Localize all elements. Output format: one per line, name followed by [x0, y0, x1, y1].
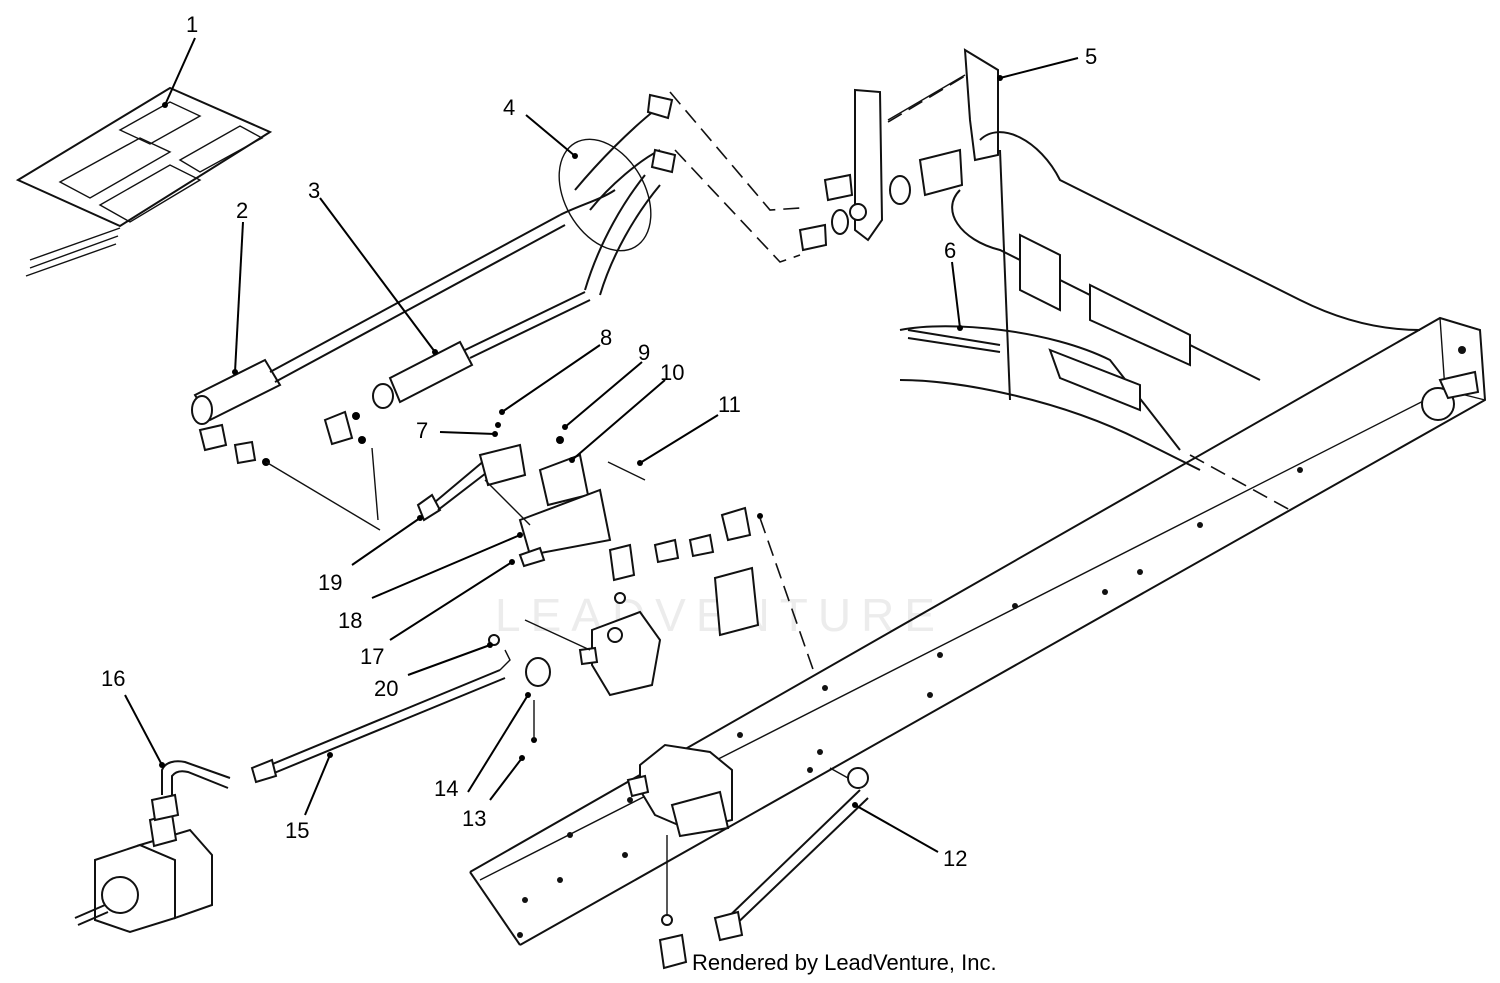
callout-10: 10 — [660, 360, 684, 385]
spool-valve — [626, 743, 869, 970]
callout-3: 3 — [308, 178, 320, 203]
callout-11: 11 — [718, 392, 741, 417]
callout-labels: 1 2 3 4 5 6 7 8 9 10 11 12 13 14 15 16 1… — [101, 12, 1097, 871]
callout-8: 8 — [600, 325, 612, 350]
cylinder-3 — [323, 291, 591, 521]
hose-assembly-4 — [558, 75, 966, 296]
callout-14: 14 — [434, 776, 458, 801]
callout-16: 16 — [101, 666, 125, 691]
callout-20: 20 — [374, 676, 398, 701]
tube-frame — [899, 131, 1421, 511]
cylinder-2 — [191, 214, 566, 531]
callout-9: 9 — [638, 340, 650, 365]
callout-12: 12 — [943, 846, 967, 871]
callout-5: 5 — [1085, 44, 1097, 69]
callout-18: 18 — [338, 608, 362, 633]
floor-plate — [15, 86, 273, 277]
lever-assembly — [416, 422, 646, 568]
panel-5 — [798, 48, 999, 252]
callout-4: 4 — [503, 95, 515, 120]
callout-13: 13 — [462, 806, 486, 831]
callout-7: 7 — [416, 418, 428, 443]
callout-19: 19 — [318, 570, 342, 595]
control-rod-15 — [250, 634, 551, 784]
watermark: LEADVENTURE — [495, 588, 945, 642]
bracket-6 — [907, 329, 1001, 353]
hydraulic-pump — [74, 760, 231, 934]
leader-lines — [124, 37, 1079, 853]
callout-15: 15 — [285, 818, 309, 843]
callout-17: 17 — [360, 644, 384, 669]
callout-1: 1 — [186, 12, 198, 37]
valve-assembly — [524, 506, 816, 697]
frame-rail — [469, 316, 1487, 946]
callout-6: 6 — [944, 238, 956, 263]
render-credit: Rendered by LeadVenture, Inc. — [692, 950, 997, 975]
callout-2: 2 — [236, 198, 248, 223]
